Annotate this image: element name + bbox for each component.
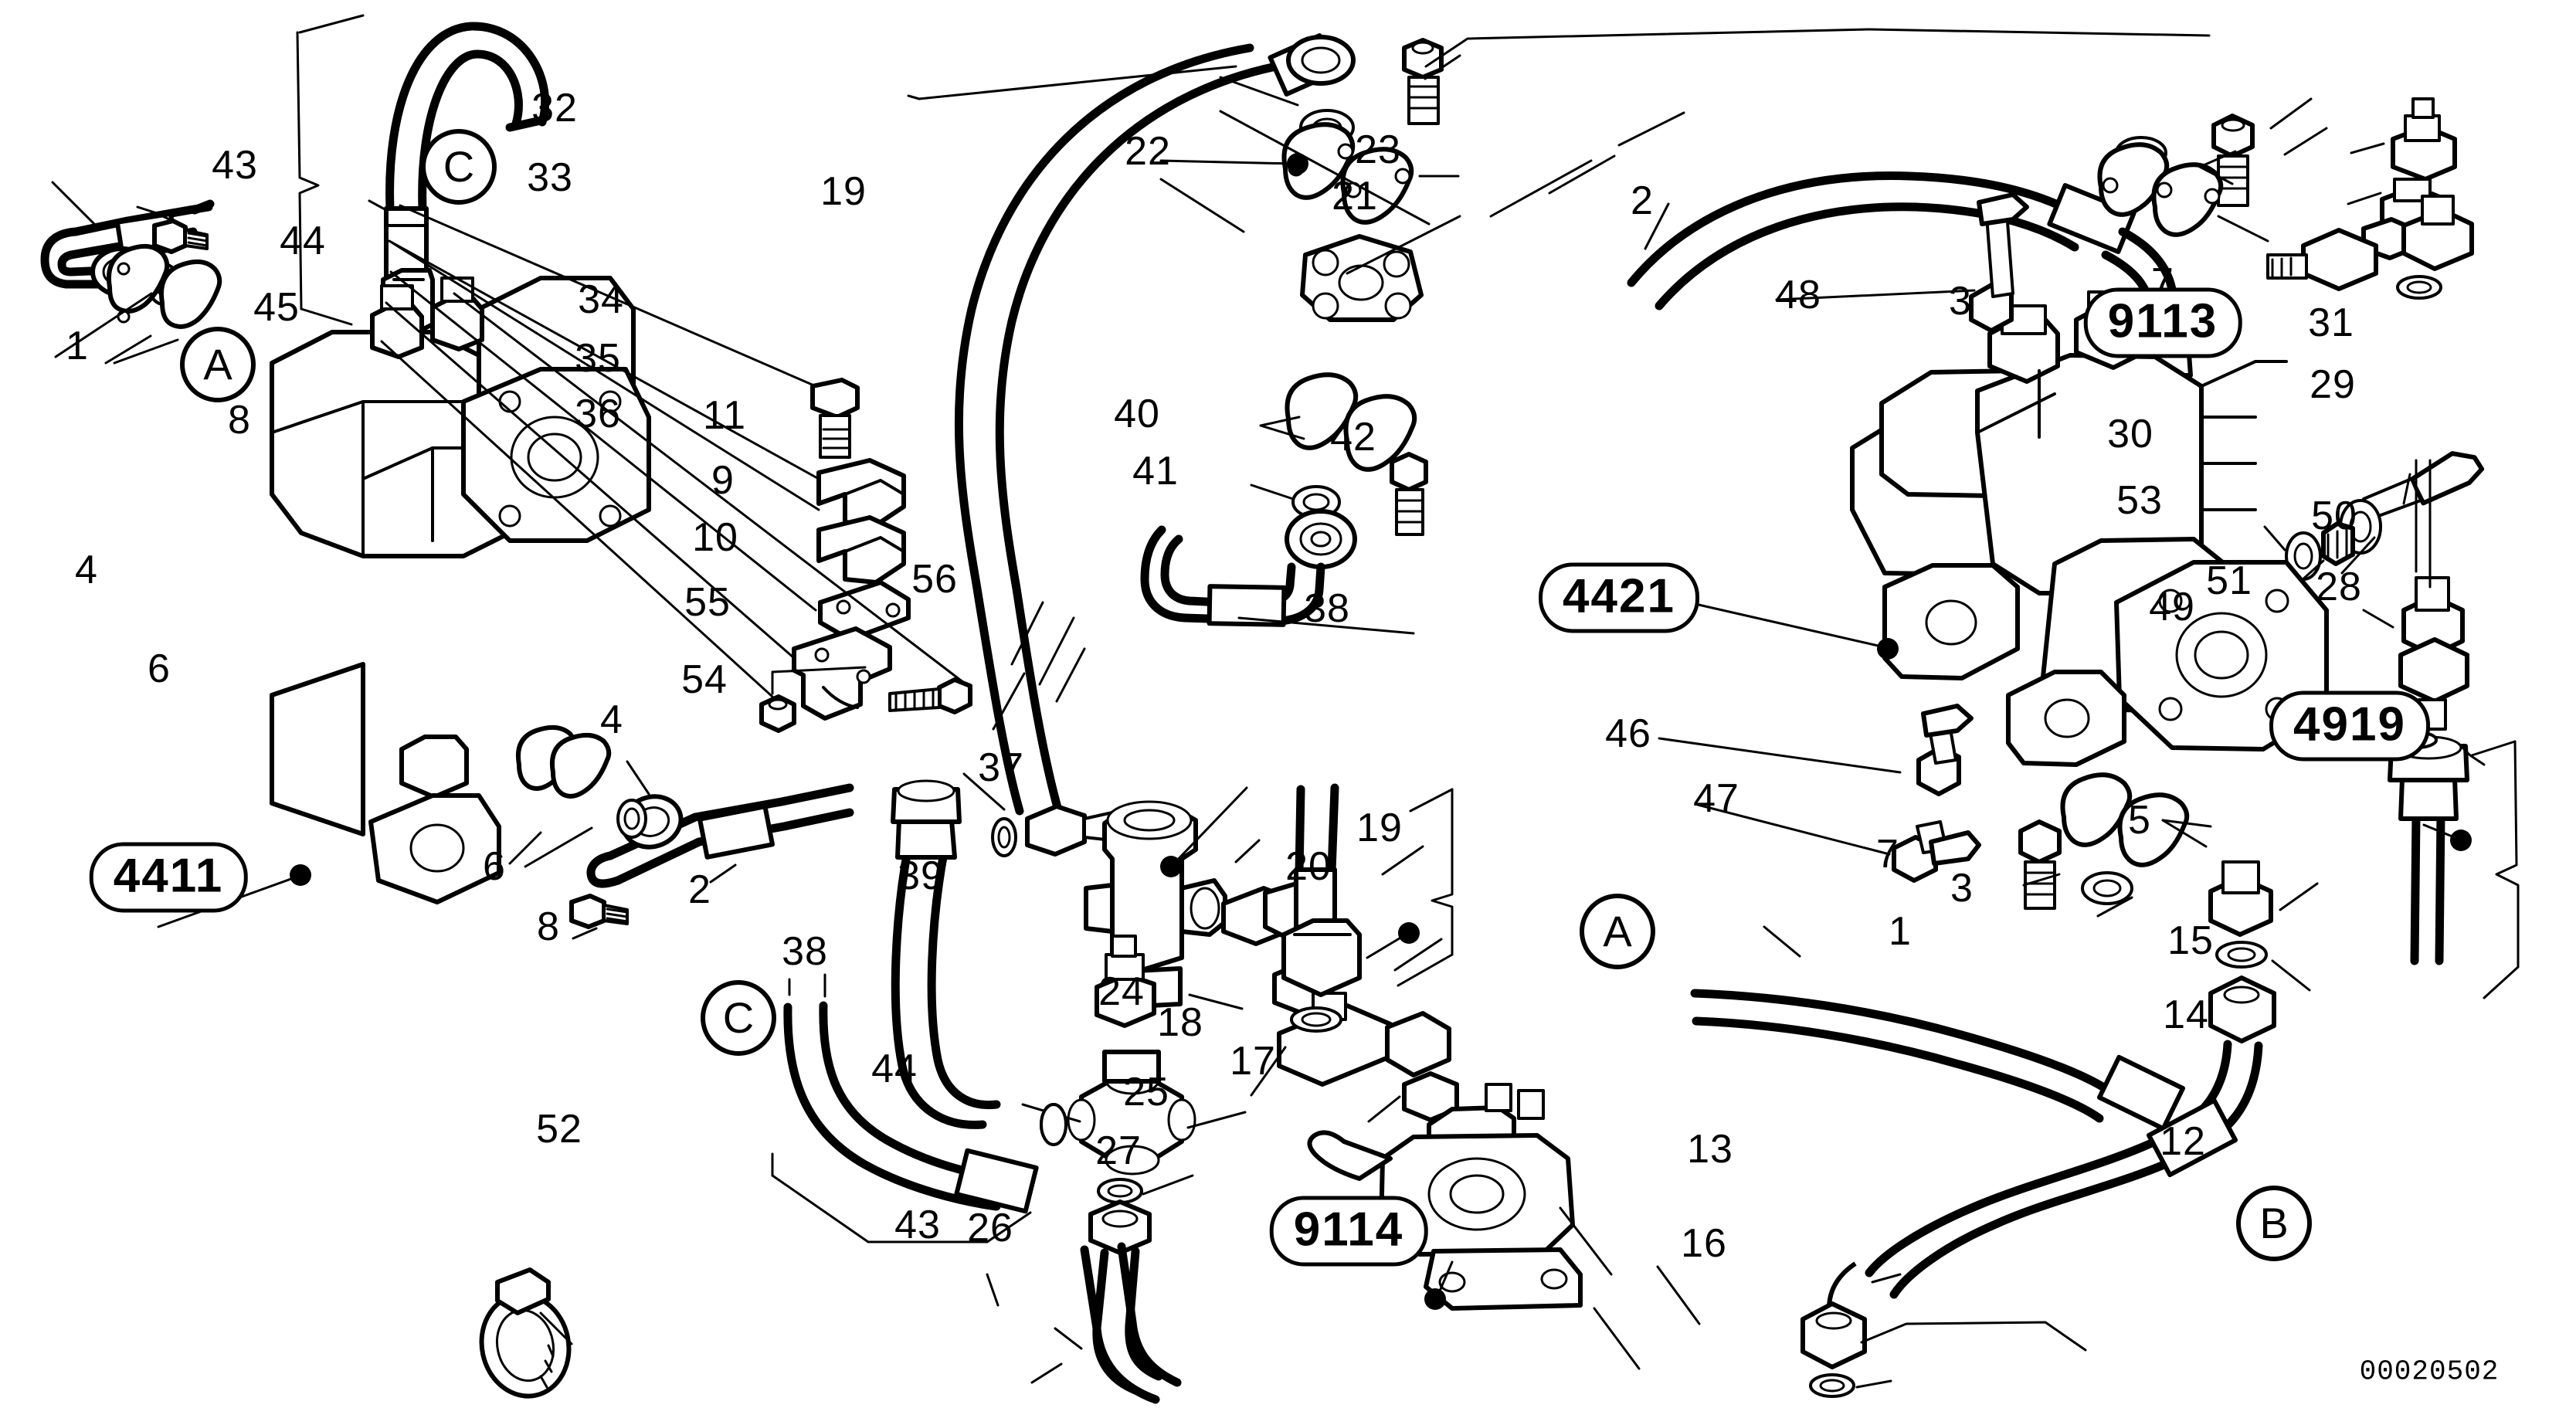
part-number-37: 37 <box>978 745 1024 790</box>
part-number-11: 11 <box>703 393 746 438</box>
part-number-44: 44 <box>871 1047 918 1091</box>
part-number-19: 19 <box>1356 806 1403 850</box>
part-number-55: 55 <box>684 580 731 625</box>
group-callout-9114: 9114 <box>1269 1196 1428 1267</box>
fuel-pump <box>1307 1083 1583 1311</box>
reference-circle-a: A <box>180 327 256 402</box>
part-number-42: 42 <box>1330 415 1376 460</box>
part-number-4: 4 <box>75 548 98 592</box>
part-number-44: 44 <box>280 219 326 263</box>
part-number-14: 14 <box>2163 992 2209 1037</box>
part-number-1: 1 <box>1889 909 1912 954</box>
part-number-51: 51 <box>2206 558 2252 603</box>
part-number-43: 43 <box>212 143 258 188</box>
part-number-50: 50 <box>2311 494 2357 538</box>
part-number-45: 45 <box>253 285 300 330</box>
part-number-41: 41 <box>1132 449 1179 494</box>
group-callout-4411: 4411 <box>89 842 248 913</box>
part-number-32: 32 <box>531 86 578 131</box>
part-number-6: 6 <box>483 844 506 889</box>
part-number-33: 33 <box>527 155 573 200</box>
part-number-12: 12 <box>2160 1119 2206 1164</box>
left-pump-body <box>270 276 651 904</box>
part-number-1: 1 <box>66 324 89 368</box>
part-number-39: 39 <box>898 853 944 898</box>
part-number-8: 8 <box>537 904 560 949</box>
part-number-22: 22 <box>1125 129 1171 174</box>
part-number-18: 18 <box>1157 1000 1203 1045</box>
part-number-43: 43 <box>894 1203 941 1247</box>
part-number-3: 3 <box>1950 866 1974 911</box>
reference-circle-c: C <box>701 980 776 1056</box>
part-number-21: 21 <box>1332 174 1378 219</box>
part-number-31: 31 <box>2308 300 2354 345</box>
part-number-53: 53 <box>2116 478 2163 523</box>
part-number-38: 38 <box>782 929 828 974</box>
part-number-9: 9 <box>711 458 735 503</box>
part-number-17: 17 <box>1230 1039 1276 1084</box>
part-number-54: 54 <box>681 657 728 702</box>
part-number-38: 38 <box>1304 586 1350 631</box>
group-callout-9113: 9113 <box>2083 287 2242 358</box>
part-number-40: 40 <box>1114 392 1160 436</box>
part-number-28: 28 <box>2316 565 2362 609</box>
part-number-16: 16 <box>1681 1221 1727 1266</box>
reference-circle-a: A <box>1580 894 1655 969</box>
group-callout-4421: 4421 <box>1539 562 1699 633</box>
part-number-20: 20 <box>1285 844 1332 889</box>
part-number-8: 8 <box>228 398 251 443</box>
part-number-7: 7 <box>1876 832 1899 877</box>
part-number-15: 15 <box>2167 918 2214 963</box>
part-number-29: 29 <box>2310 362 2356 407</box>
part-number-2: 2 <box>688 867 711 912</box>
part-number-47: 47 <box>1693 776 1739 821</box>
part-number-2: 2 <box>1631 178 1654 223</box>
part-number-23: 23 <box>1355 127 1401 172</box>
part-number-19: 19 <box>820 169 867 214</box>
part-number-36: 36 <box>575 392 621 436</box>
part-number-34: 34 <box>578 277 624 322</box>
part-number-48: 48 <box>1775 273 1821 317</box>
part-number-49: 49 <box>2149 585 2195 629</box>
part-number-25: 25 <box>1123 1070 1169 1115</box>
part-number-5: 5 <box>2128 798 2151 843</box>
part-number-10: 10 <box>692 515 738 560</box>
document-id: 00020502 <box>2359 1355 2500 1388</box>
part-number-35: 35 <box>575 336 621 381</box>
part-number-46: 46 <box>1605 711 1651 756</box>
part-number-4: 4 <box>600 697 623 742</box>
reference-circle-b: B <box>2236 1186 2312 1261</box>
group-callout-4919: 4919 <box>2269 690 2430 762</box>
part-number-24: 24 <box>1098 969 1145 1014</box>
part-number-6: 6 <box>148 646 171 691</box>
part-number-27: 27 <box>1095 1128 1142 1173</box>
part-number-3: 3 <box>1949 279 1972 324</box>
part-number-52: 52 <box>536 1107 582 1152</box>
reference-circle-c: C <box>421 129 497 205</box>
part-number-56: 56 <box>911 557 958 602</box>
part-number-26: 26 <box>967 1206 1013 1250</box>
part-number-13: 13 <box>1687 1127 1733 1172</box>
part-number-30: 30 <box>2107 412 2153 456</box>
